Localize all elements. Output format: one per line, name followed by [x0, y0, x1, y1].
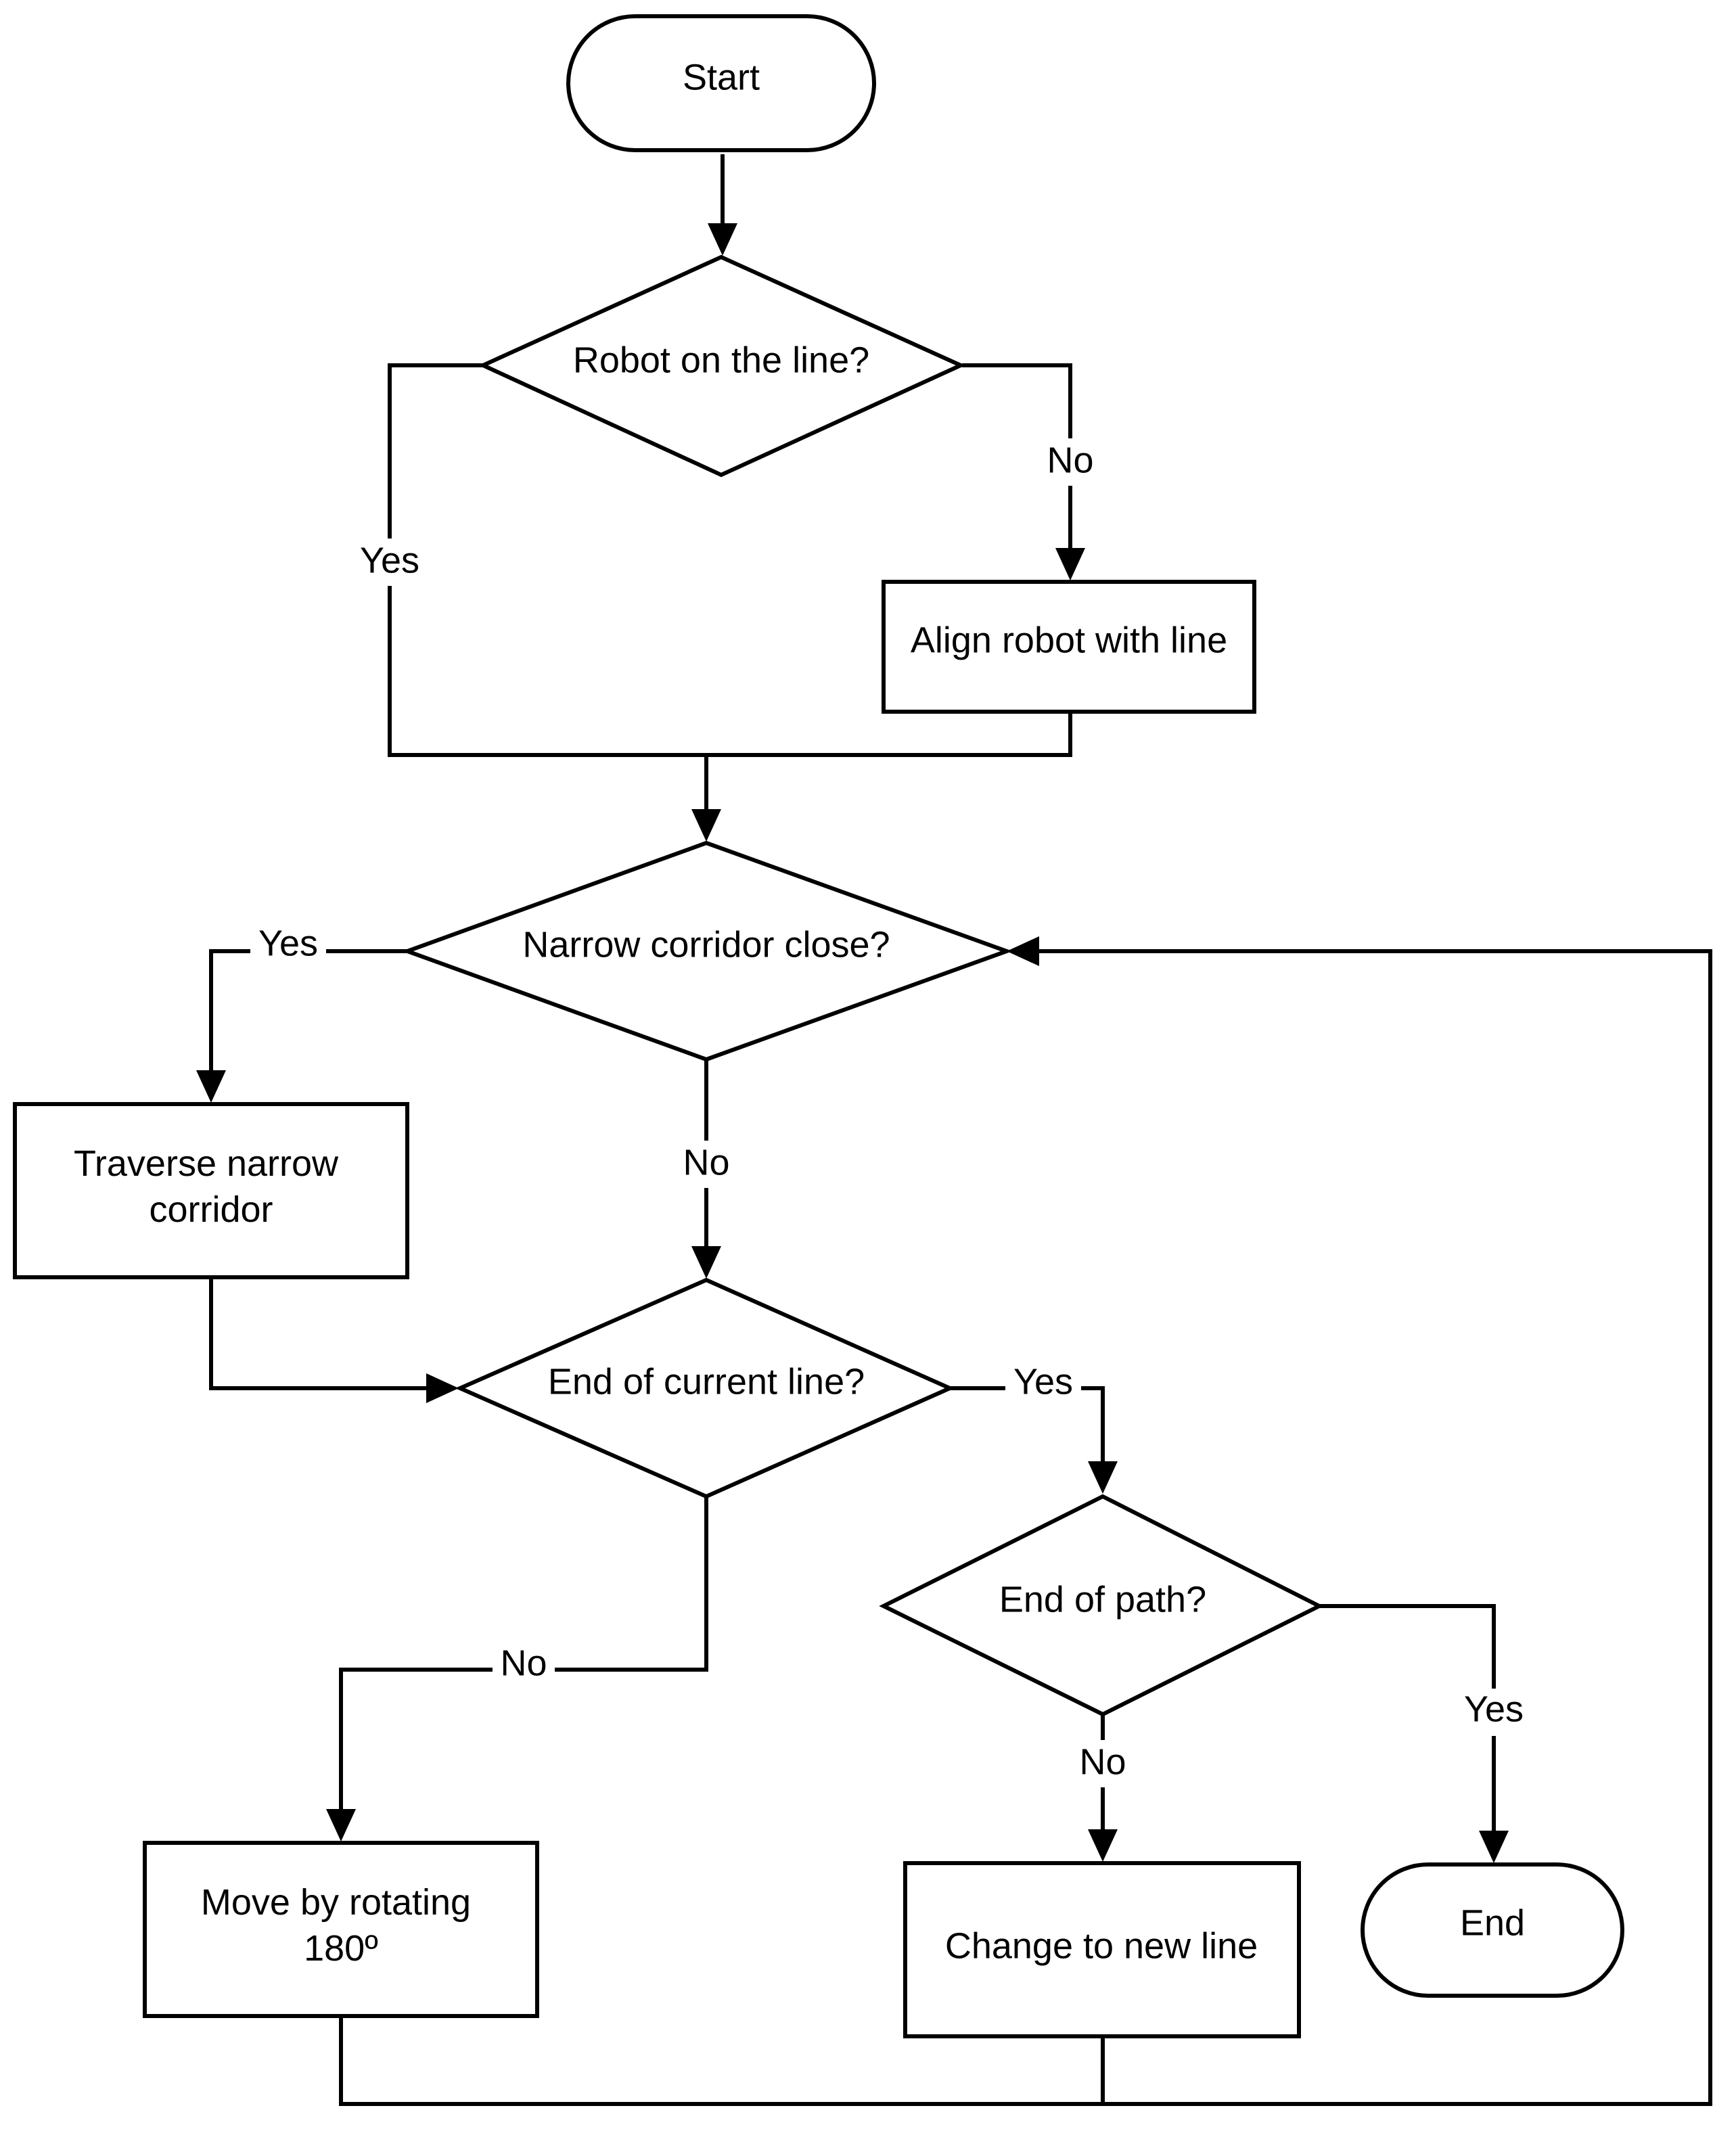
narrow-decision-label: Narrow corridor close? [522, 924, 890, 965]
edge-end-current-yes [950, 1386, 1105, 1461]
arrowhead [326, 1809, 356, 1841]
node-end-current-line-decision: End of current line? [455, 1277, 955, 1499]
rotate-label-line-1: Move by rotating [201, 1882, 471, 1923]
label-bg [675, 1141, 737, 1188]
arrowhead [1479, 1831, 1509, 1863]
arrowhead [1007, 936, 1039, 966]
node-robot-on-line-decision: Robot on the line? [478, 254, 966, 478]
narrow-yes-label: Yes [258, 923, 318, 963]
change-line-box [903, 1861, 1301, 2038]
edge-end-path-yes [1319, 1604, 1496, 1831]
robot-no-label: No [1047, 440, 1093, 480]
label-bg [1456, 1689, 1532, 1736]
narrow-no-label: No [683, 1142, 729, 1183]
traverse-box [13, 1102, 409, 1279]
end-current-no-label: No [500, 1643, 547, 1683]
end-terminator [1361, 1862, 1624, 1998]
traverse-label-line-1: Traverse narrow [74, 1143, 339, 1184]
arrowhead [708, 223, 737, 256]
robot-decision-diamond [478, 254, 966, 478]
label-bg [1072, 1740, 1134, 1787]
node-rotate: Move by rotating 180º [143, 1841, 539, 2018]
node-end: End [1361, 1862, 1624, 1998]
end-path-decision-diamond [879, 1494, 1324, 1717]
label-bg [250, 927, 326, 974]
edge-narrow-yes [209, 949, 407, 1070]
rotate-label-line-2: 180º [304, 1928, 378, 1969]
end-path-yes-label: Yes [1464, 1689, 1524, 1729]
arrowhead [691, 809, 721, 842]
arrowhead [1088, 1829, 1118, 1862]
node-traverse: Traverse narrow corridor [13, 1102, 409, 1279]
robot-yes-label: Yes [360, 540, 419, 580]
end-current-decision-label: End of current line? [548, 1361, 865, 1402]
edge-labels: Yes No Yes No Yes No Yes No [250, 438, 1532, 1787]
arrowhead [196, 1070, 226, 1103]
traverse-label-line-2: corridor [149, 1189, 273, 1230]
arrowhead [426, 1373, 459, 1403]
end-current-yes-label: Yes [1013, 1361, 1073, 1402]
rotate-label: Move by rotating 180º [201, 1882, 481, 1969]
end-current-decision-diamond [455, 1277, 955, 1499]
label-bg [1005, 1364, 1081, 1411]
end-label: End [1460, 1902, 1525, 1943]
label-bg [493, 1644, 555, 1691]
label-bg [352, 539, 428, 586]
robot-decision-label: Robot on the line? [573, 340, 869, 380]
edge-traverse-to-end-current [209, 1277, 426, 1390]
start-terminator [566, 14, 876, 152]
label-bg [1039, 438, 1101, 486]
node-align-robot: Align robot with line [882, 580, 1256, 714]
rotate-box [143, 1841, 539, 2018]
node-change-line: Change to new line [903, 1861, 1301, 2038]
align-robot-box [882, 580, 1256, 714]
node-start: Start [566, 14, 876, 152]
end-path-no-label: No [1079, 1741, 1126, 1782]
node-end-of-path-decision: End of path? [879, 1494, 1324, 1717]
node-narrow-corridor-decision: Narrow corridor close? [401, 840, 1013, 1062]
edge-loop-back [339, 949, 1712, 2106]
arrowhead [1055, 548, 1085, 580]
connectors [196, 154, 1712, 2106]
start-label: Start [683, 57, 760, 97]
arrowhead [691, 1246, 721, 1279]
align-robot-label: Align robot with line [911, 620, 1227, 660]
change-line-label: Change to new line [945, 1925, 1258, 1966]
traverse-label: Traverse narrow corridor [74, 1143, 348, 1230]
narrow-decision-diamond [401, 840, 1013, 1062]
arrowhead [1088, 1461, 1118, 1494]
edge-align-to-merge [704, 713, 1072, 809]
end-path-decision-label: End of path? [999, 1579, 1206, 1620]
edge-robot-no [962, 363, 1072, 548]
